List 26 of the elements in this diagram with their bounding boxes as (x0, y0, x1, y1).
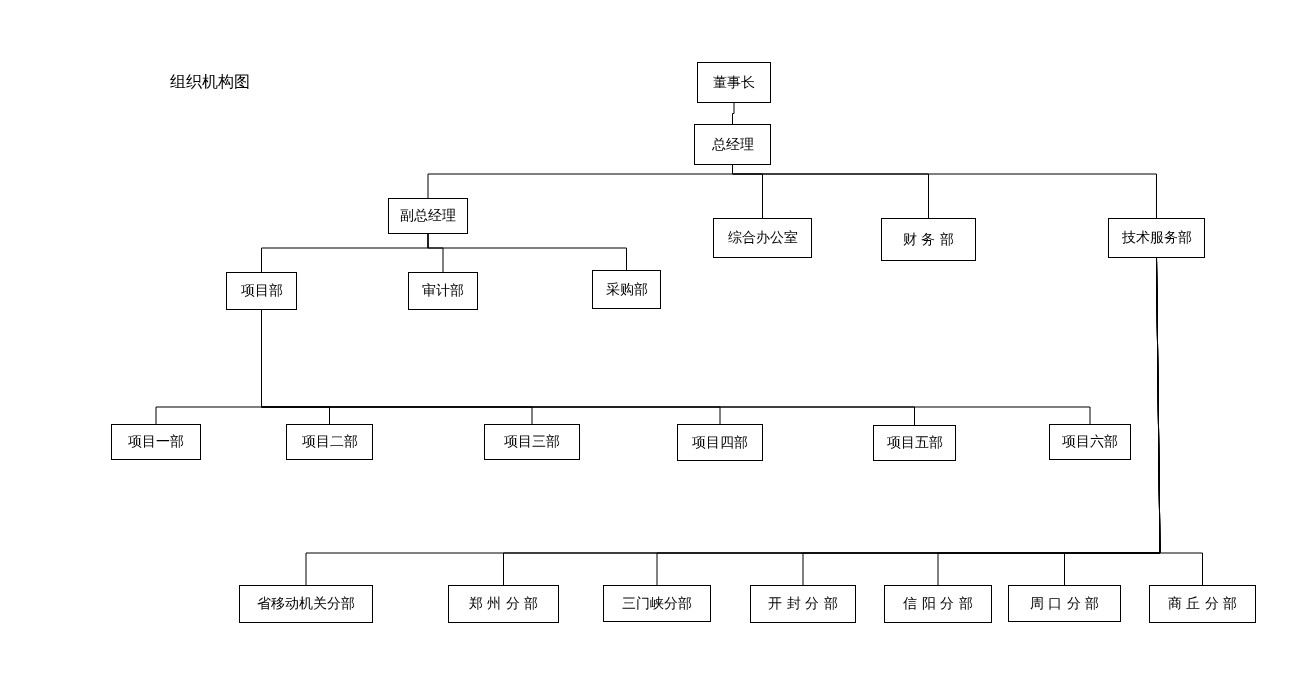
org-box: 项目二部 (286, 424, 373, 460)
org-box: 技术服务部 (1108, 218, 1205, 258)
org-box: 董事长 (697, 62, 771, 103)
org-box: 三门峡分部 (603, 585, 711, 622)
org-box: 副总经理 (388, 198, 468, 234)
org-box: 商 丘 分 部 (1149, 585, 1256, 623)
org-box: 周 口 分 部 (1008, 585, 1121, 622)
org-box: 总经理 (694, 124, 771, 165)
org-box: 审计部 (408, 272, 478, 310)
org-box: 财 务 部 (881, 218, 976, 261)
chart-title: 组织机构图 (170, 72, 250, 93)
connector-line (1156, 257, 1203, 586)
connector-line (427, 233, 627, 271)
org-box: 项目五部 (873, 425, 956, 461)
org-box: 项目四部 (677, 424, 763, 461)
org-box: 项目一部 (111, 424, 201, 460)
org-box: 项目三部 (484, 424, 580, 460)
connector-line (732, 102, 735, 125)
org-box: 采购部 (592, 270, 661, 309)
org-box: 省移动机关分部 (239, 585, 373, 623)
org-box: 项目六部 (1049, 424, 1131, 460)
org-box: 综合办公室 (713, 218, 812, 258)
org-box: 开 封 分 部 (750, 585, 856, 623)
org-box: 项目部 (226, 272, 297, 310)
org-box: 郑 州 分 部 (448, 585, 559, 623)
org-box: 信 阳 分 部 (884, 585, 992, 623)
